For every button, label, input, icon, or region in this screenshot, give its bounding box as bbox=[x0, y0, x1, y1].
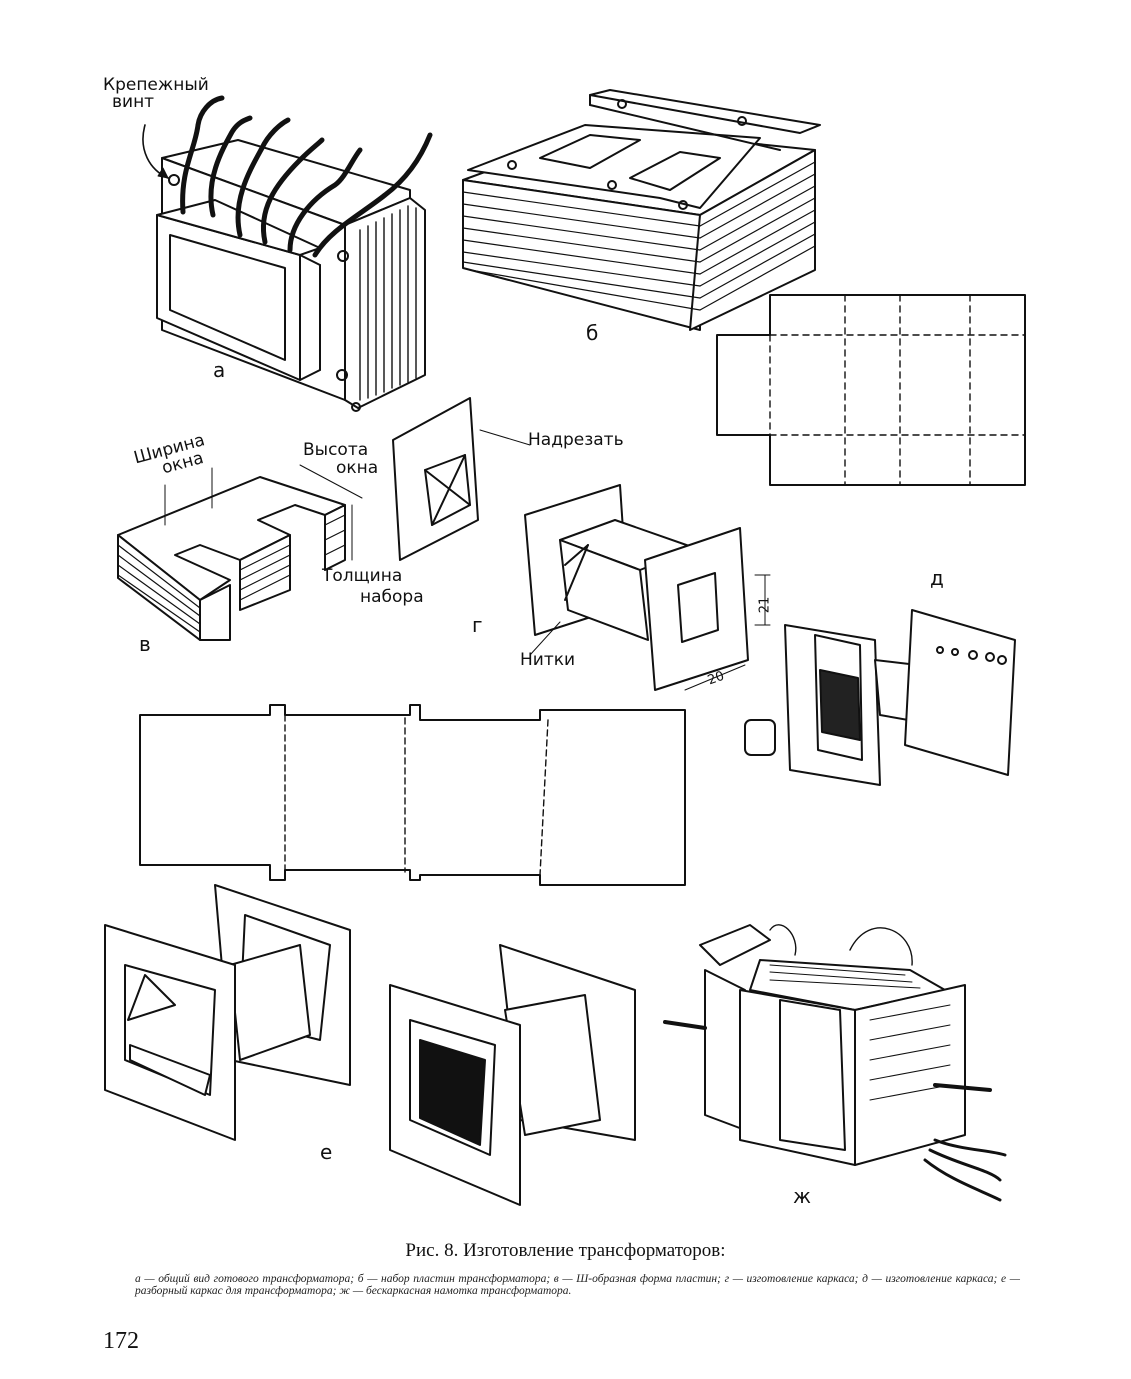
stack-thickness-label-line1: Толщина bbox=[322, 566, 403, 586]
mounting-screw-label-line2: винт bbox=[112, 92, 155, 112]
threads-label: Нитки bbox=[520, 650, 576, 670]
window-height-label-line2: окна bbox=[336, 458, 379, 478]
panel-d-letter: д bbox=[930, 566, 944, 590]
panel-v-e-plates bbox=[117, 464, 363, 641]
panel-a-transformer bbox=[142, 95, 433, 412]
panel-d-frame-making bbox=[716, 294, 1026, 786]
unfolded-frame-strip bbox=[139, 704, 686, 886]
figure-caption-legend: а — общий вид готового трансформатора; б… bbox=[135, 1273, 1020, 1297]
panel-b-letter: б bbox=[586, 321, 599, 345]
panel-e-letter: е bbox=[320, 1140, 333, 1164]
figure-caption-title: Рис. 8. Изготовление трансформаторов: bbox=[405, 1240, 726, 1261]
panel-a-letter: а bbox=[213, 358, 226, 382]
panel-b-lamination-stack bbox=[462, 89, 821, 331]
dimension-21: 21 bbox=[757, 596, 773, 614]
panel-zh-frameless-winding bbox=[663, 924, 1007, 1202]
page-number: 172 bbox=[103, 1328, 139, 1354]
panel-g-letter: г bbox=[472, 613, 483, 637]
panel-g-frame-making bbox=[392, 397, 771, 691]
window-height-label-line1: Высота bbox=[303, 440, 369, 460]
panel-zh-letter: ж bbox=[793, 1184, 812, 1208]
cut-label: Надрезать bbox=[528, 430, 624, 450]
stack-thickness-label-line2: набора bbox=[360, 587, 424, 607]
mounting-screw-label-line1: Крепежный bbox=[103, 75, 209, 95]
panel-v-letter: в bbox=[139, 632, 151, 656]
panel-e-demountable-frame bbox=[104, 884, 636, 1206]
